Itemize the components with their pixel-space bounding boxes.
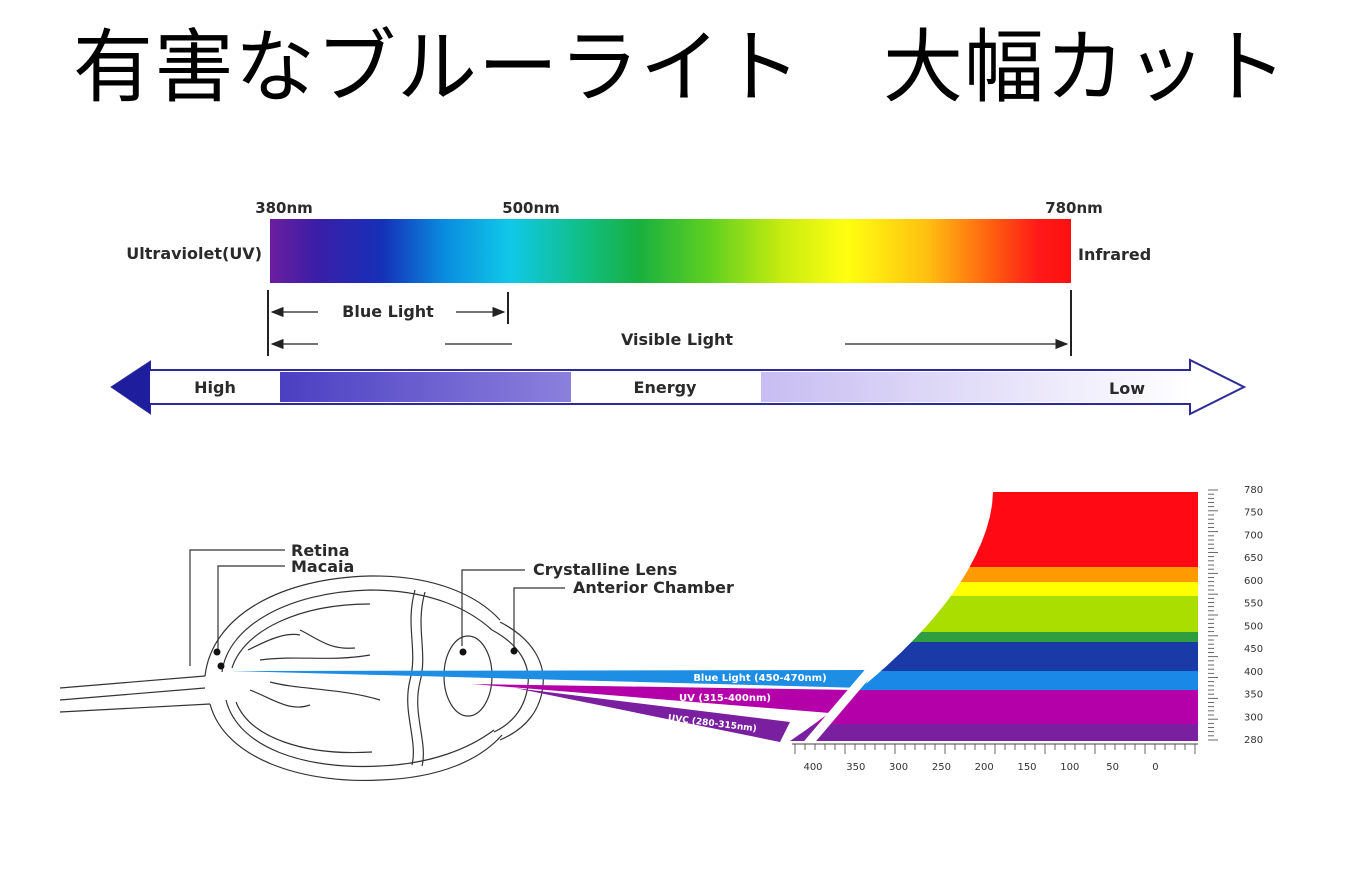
chart-band-5 [880,642,1198,671]
y-tick-label: 280 [1244,735,1263,746]
y-tick-label: 650 [1244,553,1263,564]
x-tick-label: 150 [1017,762,1036,773]
y-tick-label: 500 [1244,621,1263,632]
x-tick-label: 200 [975,762,994,773]
chart-band-2 [950,582,1198,596]
x-tick-label: 300 [889,762,908,773]
uv-label: Ultraviolet(UV) [126,244,262,263]
x-tick-label: 400 [803,762,822,773]
chart-gap [788,666,880,760]
retina-label: Retina [291,541,350,560]
page-title: 有害なブルーライト 大幅カット [73,21,1288,114]
blue-light-beam-label: Blue Light (450-470nm) [693,673,826,684]
energy-high-label: High [194,378,236,397]
chart-band-4 [911,632,1198,642]
y-tick-label: 350 [1244,690,1263,701]
x-tick-label: 350 [846,762,865,773]
y-tick-label: 300 [1244,712,1263,723]
spectrum-bar [270,219,1071,283]
crystalline-lens-label: Crystalline Lens [533,560,677,579]
tick-780nm: 780nm [1045,199,1103,217]
macula-label: Macaia [291,557,354,576]
anterior-chamber-label: Anterior Chamber [573,578,734,597]
x-tick-label: 250 [932,762,951,773]
y-tick-label: 700 [1244,530,1263,541]
tick-500nm: 500nm [502,199,560,217]
blue-light-label: Blue Light [342,302,434,321]
y-tick-label: 600 [1244,576,1263,587]
chart-band-7 [814,690,1198,724]
chart-band-6 [858,671,1198,690]
chart-band-0 [969,492,1198,567]
y-tick-label: 400 [1244,667,1263,678]
blue-light-beam [230,670,873,688]
x-tick-label: 0 [1152,762,1158,773]
uv-beam-label: UV (315-400nm) [679,693,771,704]
x-tick-label: 50 [1106,762,1119,773]
x-tick-label: 100 [1060,762,1079,773]
tick-380nm: 380nm [255,199,313,217]
y-tick-label: 450 [1244,644,1263,655]
y-tick-label: 750 [1244,508,1263,519]
visible-light-label: Visible Light [621,330,733,349]
chart-band-8 [790,724,1198,741]
y-tick-label: 550 [1244,599,1263,610]
energy-mid-label: Energy [634,378,698,397]
chart-band-1 [960,567,1198,582]
chart-band-3 [921,596,1198,632]
eye-illustration [59,549,565,782]
infrared-label: Infrared [1078,245,1151,264]
y-tick-label: 780 [1244,485,1263,496]
energy-low-label: Low [1109,379,1145,398]
uv-beam [472,684,854,714]
uvc-beam [515,688,790,742]
